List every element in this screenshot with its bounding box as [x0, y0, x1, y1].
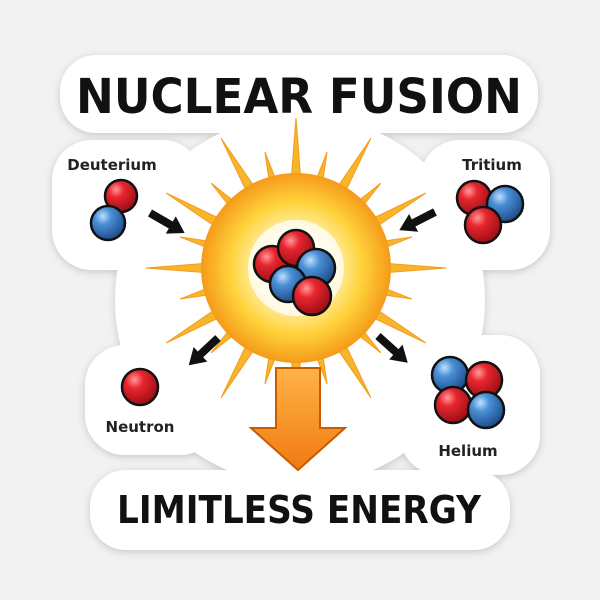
neutron-particle	[120, 367, 160, 407]
central-nucleus	[252, 228, 337, 317]
tritium-atom	[455, 179, 525, 245]
deuterium-atom	[89, 178, 139, 242]
black-arrow-icon	[148, 208, 437, 366]
subtitle-text: LIMITLESS ENERGY	[117, 488, 481, 532]
helium-atom	[430, 355, 506, 430]
neutron-label: Neutron	[106, 418, 175, 436]
tritium-label: Tritium	[462, 156, 522, 174]
title-text: NUCLEAR FUSION	[76, 69, 522, 125]
helium-label: Helium	[438, 442, 497, 460]
deuterium-label: Deuterium	[67, 156, 157, 174]
orange-down-arrow-icon	[248, 367, 348, 472]
